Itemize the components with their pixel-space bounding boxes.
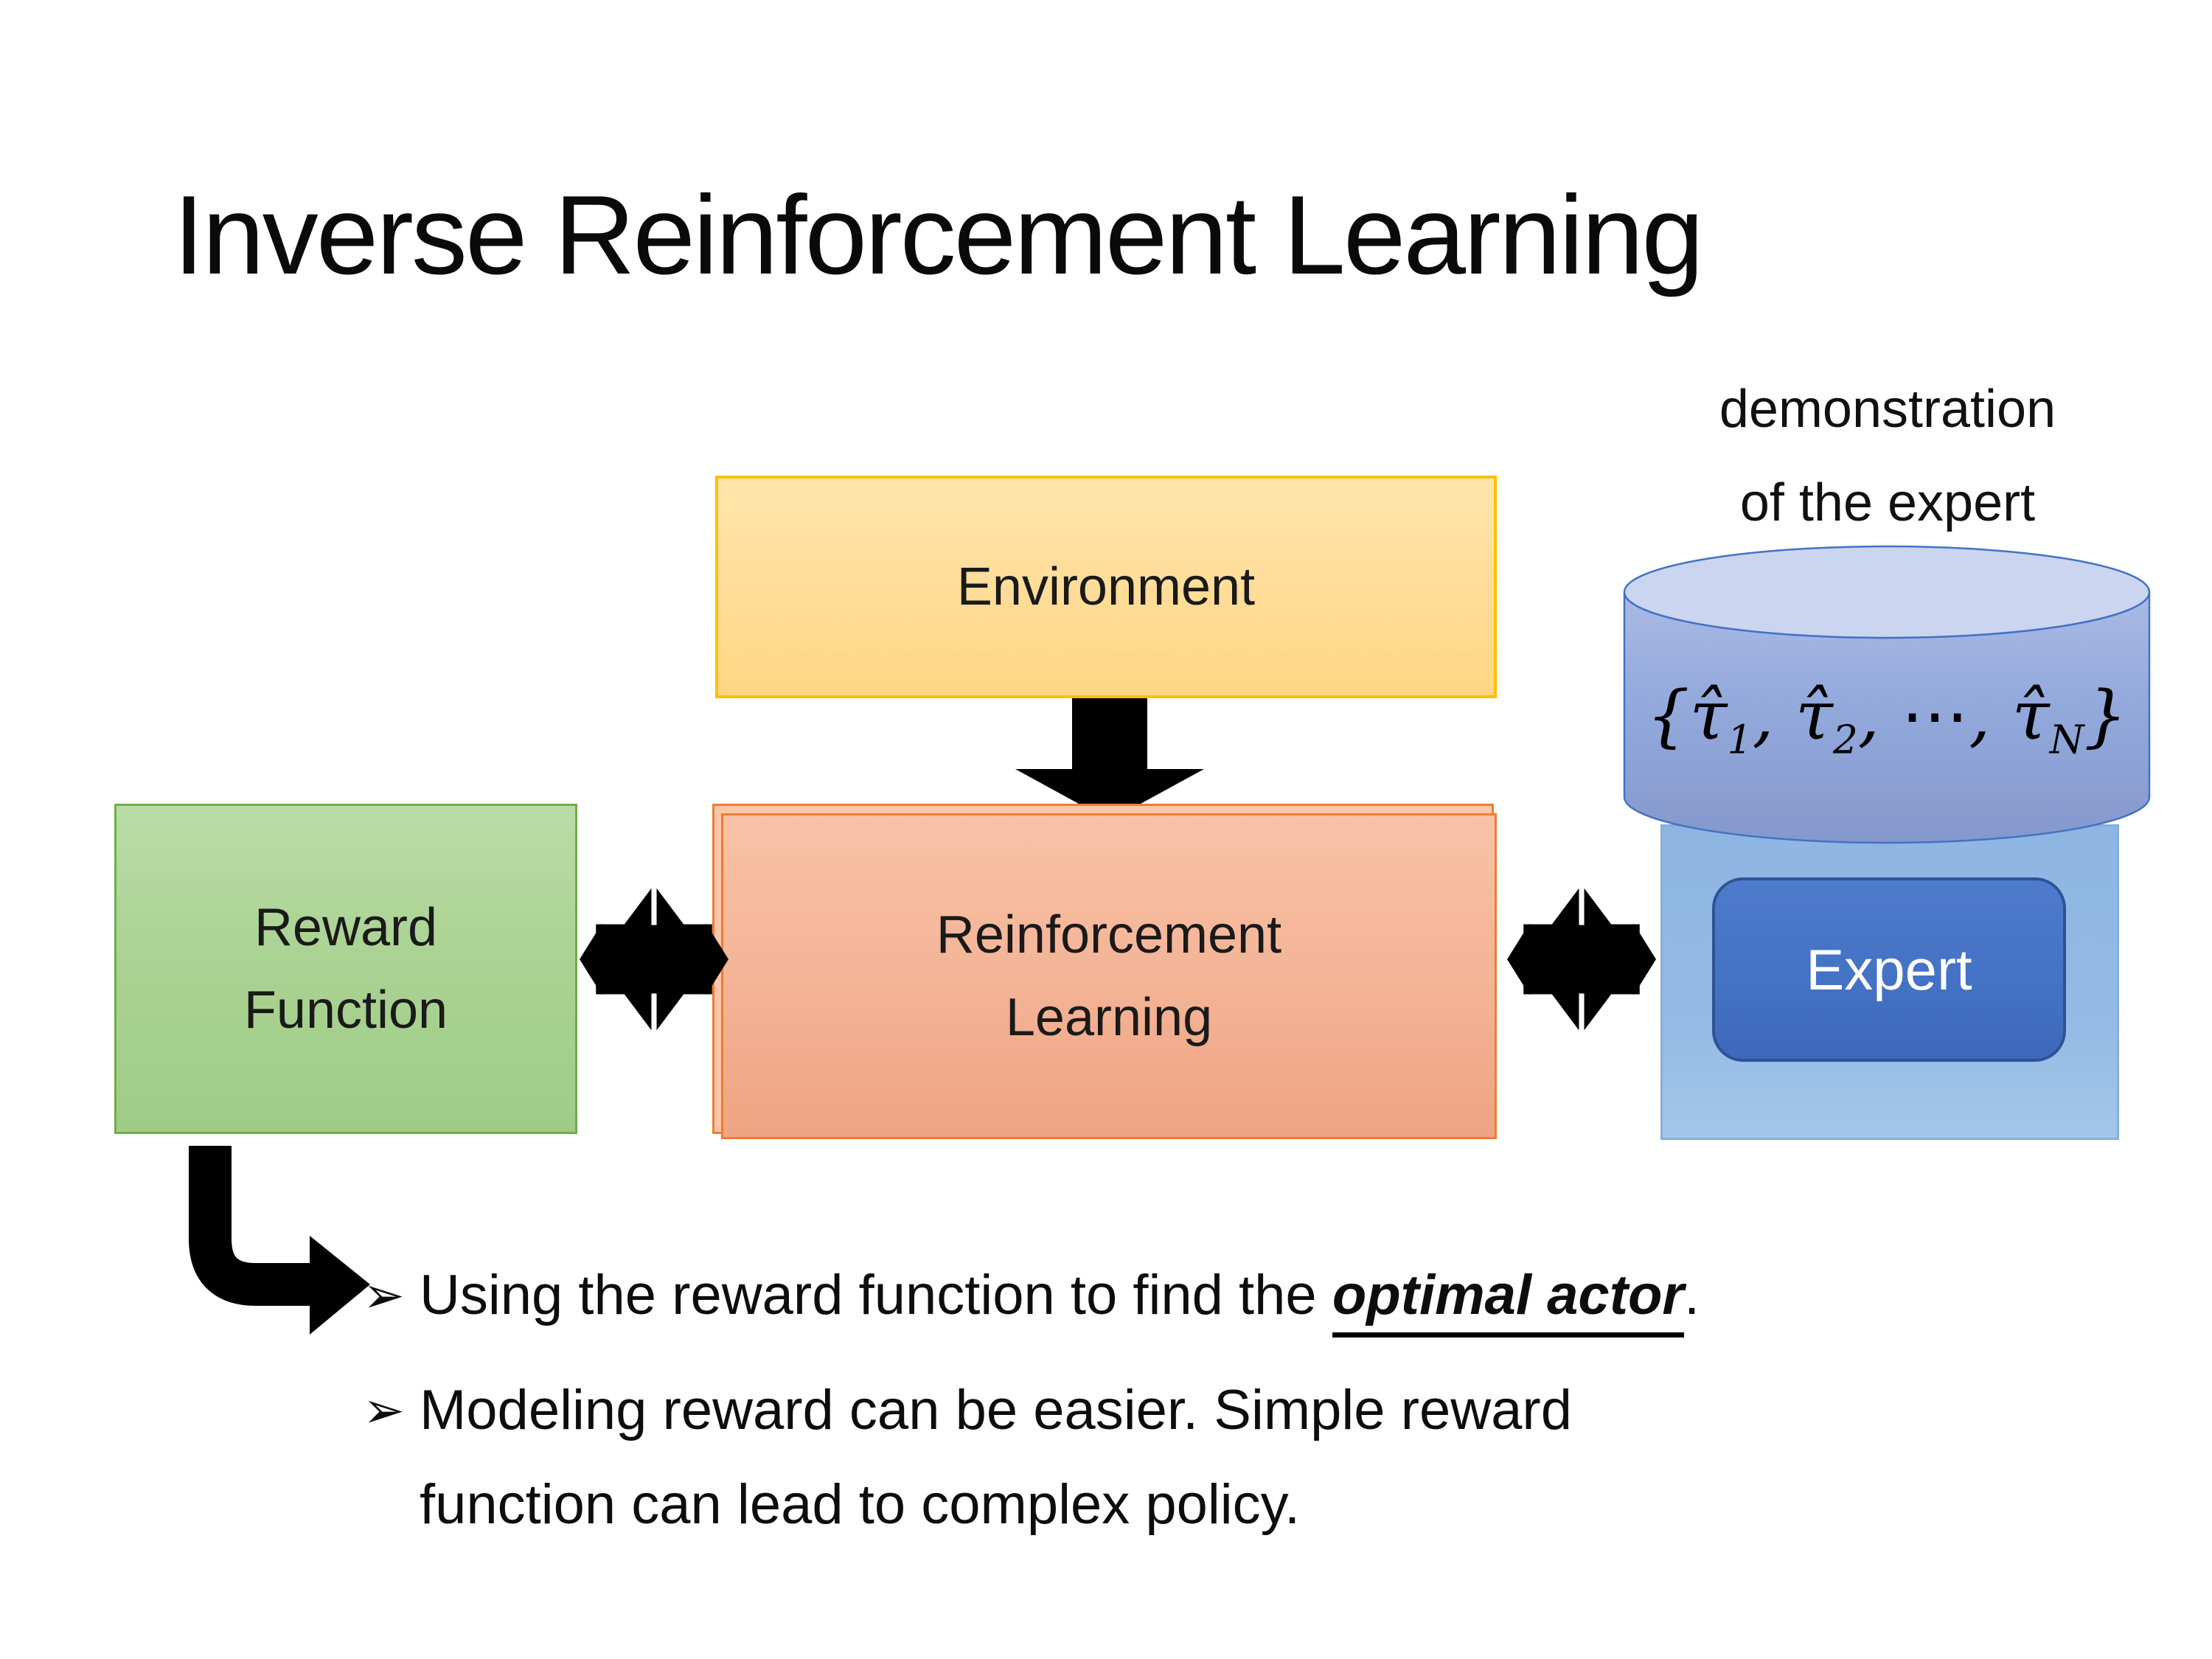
bullet-1-emphasis: optimal actor (1332, 1264, 1685, 1338)
environment-label: Environment (956, 557, 1256, 616)
bullet-2-line2: function can lead to complex policy. (419, 1473, 1301, 1536)
bullet-item-2: ➢ Modeling reward can be easier. Simple … (363, 1363, 2147, 1552)
down-arrow-icon (1015, 698, 1204, 821)
bullet-1-pre: Using the reward function to find the (419, 1264, 1332, 1326)
environment-box: Environment (715, 476, 1497, 698)
demonstration-caption-line2: of the expert (1739, 473, 2036, 532)
reward-label-line2: Function (243, 981, 448, 1040)
double-arrow-icon-left (580, 883, 728, 1035)
elbow-arrow-icon (189, 1146, 370, 1335)
bullet-arrow-icon: ➢ (363, 1267, 405, 1324)
bullet-1-post: . (1684, 1264, 1700, 1326)
database-cylinder-icon (1623, 545, 2151, 844)
rl-label-line2: Learning (1005, 988, 1213, 1047)
expert-label: Expert (1806, 936, 1972, 1002)
reward-label-line1: Reward (254, 898, 438, 957)
bullet-1-text: Using the reward function to find the op… (420, 1248, 1700, 1343)
demonstration-caption-line1: demonstration (1719, 380, 2056, 439)
page-title: Inverse Reinforcement Learning (173, 173, 1704, 298)
rl-label-line1: Reinforcement (936, 905, 1282, 964)
demo-formula: {τ̂1, τ̂2, ⋯, τ̂N} (1646, 676, 2127, 763)
bullet-item-1: ➢ Using the reward function to find the … (363, 1248, 2147, 1343)
reinforcement-learning-box: Reinforcement Learning (721, 813, 1497, 1139)
bullet-2-line1: Modeling reward can be easier. Simple re… (419, 1379, 1572, 1441)
bullet-arrow-icon: ➢ (363, 1382, 405, 1439)
bullet-2-text: Modeling reward can be easier. Simple re… (420, 1363, 1572, 1552)
double-arrow-icon-right (1507, 883, 1656, 1035)
expert-box: Expert (1712, 877, 2066, 1062)
reward-function-box: Reward Function (114, 804, 577, 1134)
demonstration-caption: demonstration of the expert (1585, 363, 2190, 550)
